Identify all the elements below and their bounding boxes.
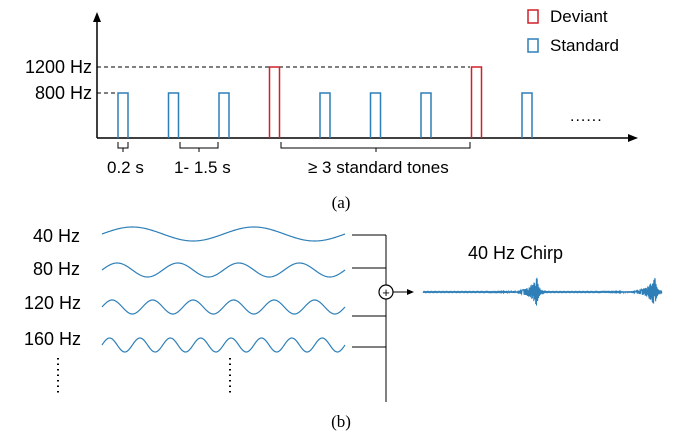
y-axis-arrow [93, 12, 101, 22]
standard-tone [218, 92, 230, 138]
freq-label-80hz: 80 Hz [33, 259, 80, 279]
continuation-dots: ...... [570, 108, 603, 125]
standard-tone [319, 92, 331, 138]
standards-bracket [280, 142, 471, 149]
sine-wave-120hz [101, 299, 346, 315]
legend-deviant-swatch [527, 9, 539, 24]
sine-wave-80hz [101, 262, 346, 278]
standard-tone [420, 92, 432, 138]
standards-label: ≥ 3 standard tones [308, 158, 449, 177]
freq-label-160hz: 160 Hz [24, 329, 81, 349]
sum-symbol: + [382, 285, 390, 300]
sine-wave-160hz [101, 337, 346, 353]
caption-b: (b) [331, 412, 351, 431]
legend-standard-swatch [527, 38, 539, 53]
freq-label-40hz: 40 Hz [33, 226, 80, 246]
standard-tone [167, 92, 180, 138]
caption-a: (a) [332, 193, 351, 212]
legend-standard-label: Standard [550, 36, 619, 55]
deviant-tone [470, 66, 483, 138]
summing-connectors [352, 234, 387, 402]
sine-components [101, 226, 346, 353]
legend: Deviant Standard [527, 7, 619, 55]
chirp-label: 40 Hz Chirp [468, 243, 563, 263]
standard-tone [521, 92, 533, 138]
sum-output-arrowhead [407, 289, 414, 295]
deviant-tone [268, 66, 281, 138]
legend-deviant-label: Deviant [550, 7, 608, 26]
ytick-800hz: 800 Hz [35, 83, 92, 103]
panel-a: 1200 Hz 800 Hz Deviant Standard ...... 0… [25, 7, 638, 212]
tone-sequence [117, 66, 533, 138]
duration-label: 0.2 s [107, 158, 144, 177]
isi-bracket [179, 142, 219, 149]
freq-label-120hz: 120 Hz [24, 293, 81, 313]
chirp-waveform [422, 277, 663, 306]
standard-tone [369, 92, 382, 138]
standard-tone [117, 92, 129, 138]
sine-wave-40hz [101, 226, 346, 242]
isi-label: 1- 1.5 s [174, 158, 231, 177]
x-axis-arrow [628, 134, 638, 142]
ytick-1200hz: 1200 Hz [25, 57, 92, 77]
duration-bracket [117, 142, 129, 149]
panel-b: 40 Hz 80 Hz 120 Hz 160 Hz + 40 Hz Chirp … [24, 226, 663, 431]
